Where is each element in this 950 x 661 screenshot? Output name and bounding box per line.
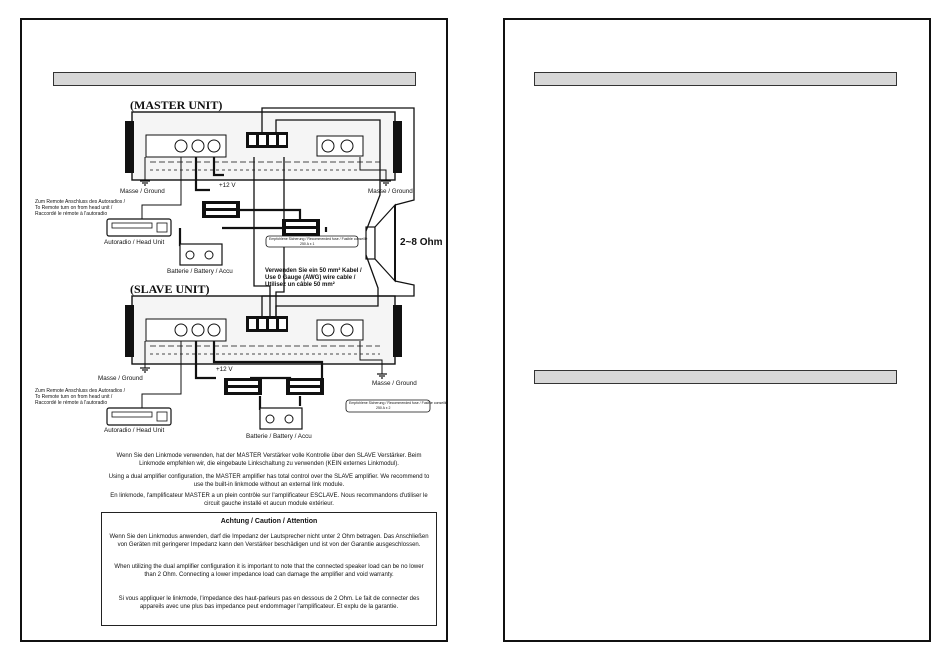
intro-paragraph-fr: En linkmode, l'amplificateur MASTER a un… bbox=[110, 493, 428, 507]
section-header-bar bbox=[534, 370, 897, 384]
remote-label-line: Zum Remote Anschluss des Autoradios / bbox=[35, 388, 126, 394]
fuse-note-text: Empfohlene Sicherung / Recommended fuse … bbox=[269, 237, 368, 241]
head-unit-label: Autoradio / Head Unit bbox=[104, 239, 165, 246]
battery-label: Batterie / Battery / Accu bbox=[246, 433, 312, 440]
head-unit bbox=[106, 218, 172, 426]
ground-label: Masse / Ground bbox=[372, 380, 417, 387]
remote-label-line: To Remote turn on from head unit / bbox=[35, 205, 113, 211]
ground-label: Masse / Ground bbox=[368, 188, 413, 195]
fuse-note-value: 250 A x 1 bbox=[300, 241, 315, 246]
section-header-bar bbox=[534, 72, 897, 86]
battery bbox=[179, 243, 303, 430]
ground-label: Masse / Ground bbox=[98, 375, 143, 382]
battery-label: Batterie / Battery / Accu bbox=[167, 268, 233, 275]
remote-wiring bbox=[141, 157, 387, 408]
cable-note-line: Utilisez un câble 50 mm² bbox=[265, 282, 335, 288]
intro-paragraph-de: Wenn Sie den Linkmode verwenden, hat der… bbox=[116, 453, 422, 467]
intro-paragraph-en: Using a dual amplifier configuration, th… bbox=[108, 474, 430, 488]
caution-text-de: Wenn Sie den Linkmodus anwenden, darf di… bbox=[109, 534, 429, 549]
fuse-note-box bbox=[265, 235, 359, 248]
remote-label-line: Raccordé le rémote à l'autoradio bbox=[35, 211, 108, 217]
plus12v-label: +12 V bbox=[216, 366, 233, 373]
fuse-note-text: Empfohlene Sicherung / Recommended fuse … bbox=[349, 401, 448, 405]
caution-box: Achtung / Caution / Attention Wenn Sie d… bbox=[101, 512, 437, 626]
master-amplifier bbox=[125, 111, 402, 181]
ground-symbol bbox=[140, 180, 391, 379]
fuse-note-box bbox=[345, 399, 431, 413]
impedance-label: 2~8 Ohm bbox=[400, 237, 443, 248]
remote-label-line: To Remote turn on from head unit / bbox=[35, 394, 113, 400]
fuse-block bbox=[202, 201, 324, 395]
caution-text-fr: Si vous appliquer le linkmode, l'impedan… bbox=[118, 596, 420, 611]
cable-note-line: Verwenden Sie ein 50 mm² Kabel / bbox=[265, 268, 362, 274]
slave-unit-title: (SLAVE UNIT) bbox=[130, 282, 210, 296]
manual-page-right bbox=[503, 18, 931, 642]
plus12v-label: +12 V bbox=[219, 182, 236, 189]
caution-text-en: When utilizing the dual amplifier config… bbox=[114, 564, 424, 579]
master-unit-title: (MASTER UNIT) bbox=[130, 98, 223, 112]
speaker bbox=[365, 203, 396, 283]
section-header-bar bbox=[53, 72, 416, 86]
slave-amplifier bbox=[125, 295, 402, 365]
head-unit-label: Autoradio / Head Unit bbox=[104, 427, 165, 434]
caution-title: Achtung / Caution / Attention bbox=[220, 518, 318, 525]
cable-note-line: Use 0 Gauge (AWG) wire cable / bbox=[265, 275, 356, 281]
remote-label-line: Zum Remote Anschluss des Autoradios / bbox=[35, 199, 126, 205]
remote-label-line: Raccordé le rémote à l'autoradio bbox=[35, 400, 108, 406]
ground-label: Masse / Ground bbox=[120, 188, 165, 195]
fuse-note-value: 250 A x 2 bbox=[376, 406, 391, 410]
